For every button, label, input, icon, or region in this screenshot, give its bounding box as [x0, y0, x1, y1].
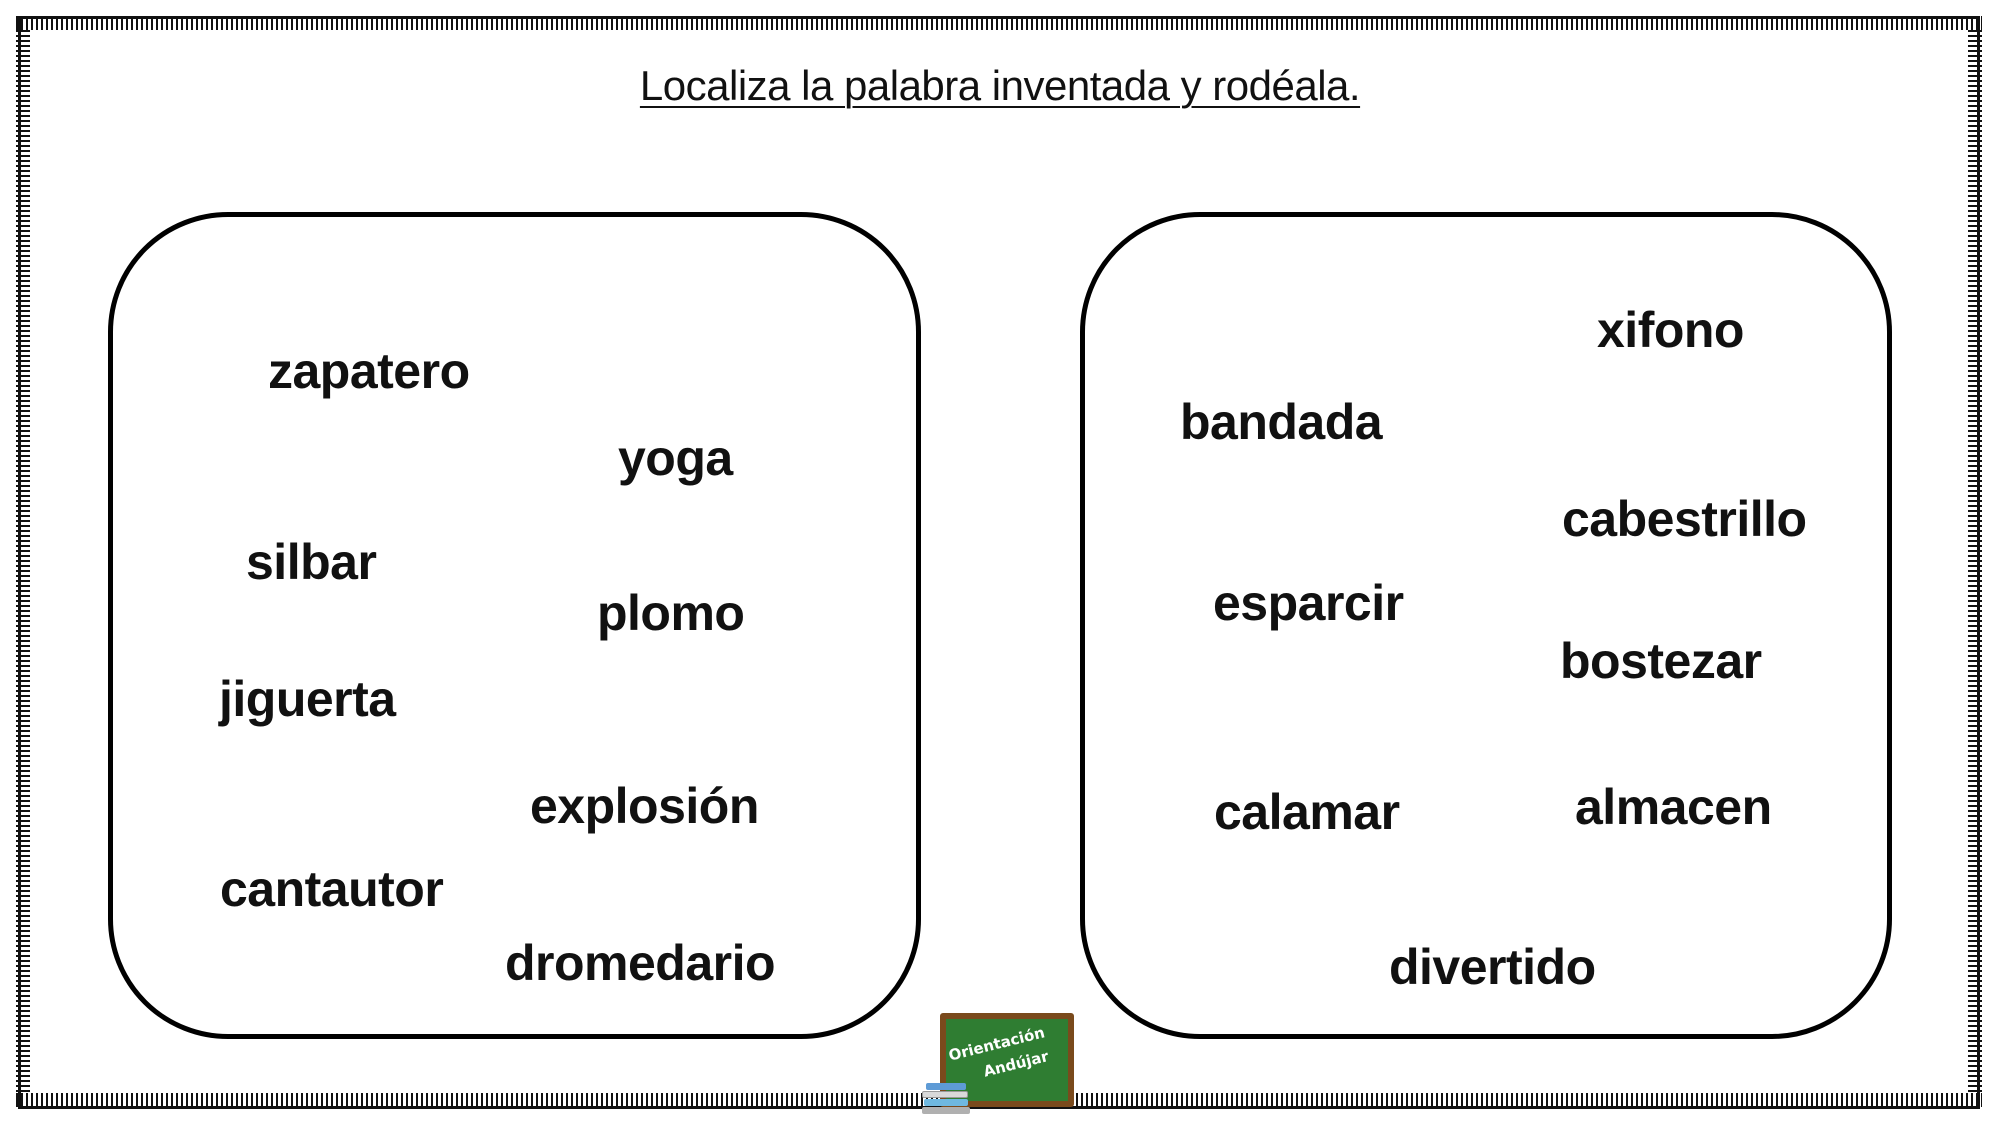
word-item[interactable]: divertido	[1389, 939, 1596, 995]
orientacion-andujar-logo: Orientación Andújar	[922, 1005, 1080, 1117]
word-item[interactable]: plomo	[597, 585, 745, 641]
word-item[interactable]: cantautor	[220, 861, 444, 917]
word-item[interactable]: yoga	[618, 430, 733, 486]
word-item[interactable]: explosión	[530, 778, 759, 834]
word-item[interactable]: almacen	[1575, 779, 1772, 835]
word-item[interactable]: zapatero	[268, 343, 470, 399]
word-item[interactable]: jiguerta	[219, 671, 396, 727]
chalkboard-icon: Orientación Andújar	[940, 1013, 1074, 1107]
instruction-title: Localiza la palabra inventada y rodéala.	[639, 62, 1361, 109]
word-box-right	[1080, 212, 1892, 1039]
word-item[interactable]: xifono	[1597, 302, 1744, 358]
word-item[interactable]: cabestrillo	[1562, 491, 1807, 547]
word-item[interactable]: calamar	[1214, 784, 1400, 840]
word-item[interactable]: bandada	[1180, 394, 1383, 450]
word-item[interactable]: esparcir	[1213, 575, 1404, 631]
word-item[interactable]: dromedario	[505, 935, 776, 991]
word-item[interactable]: silbar	[246, 534, 377, 590]
inner-border	[18, 16, 1980, 1109]
books-icon	[922, 1083, 974, 1115]
word-box-left	[108, 212, 921, 1039]
word-item[interactable]: bostezar	[1560, 633, 1762, 689]
